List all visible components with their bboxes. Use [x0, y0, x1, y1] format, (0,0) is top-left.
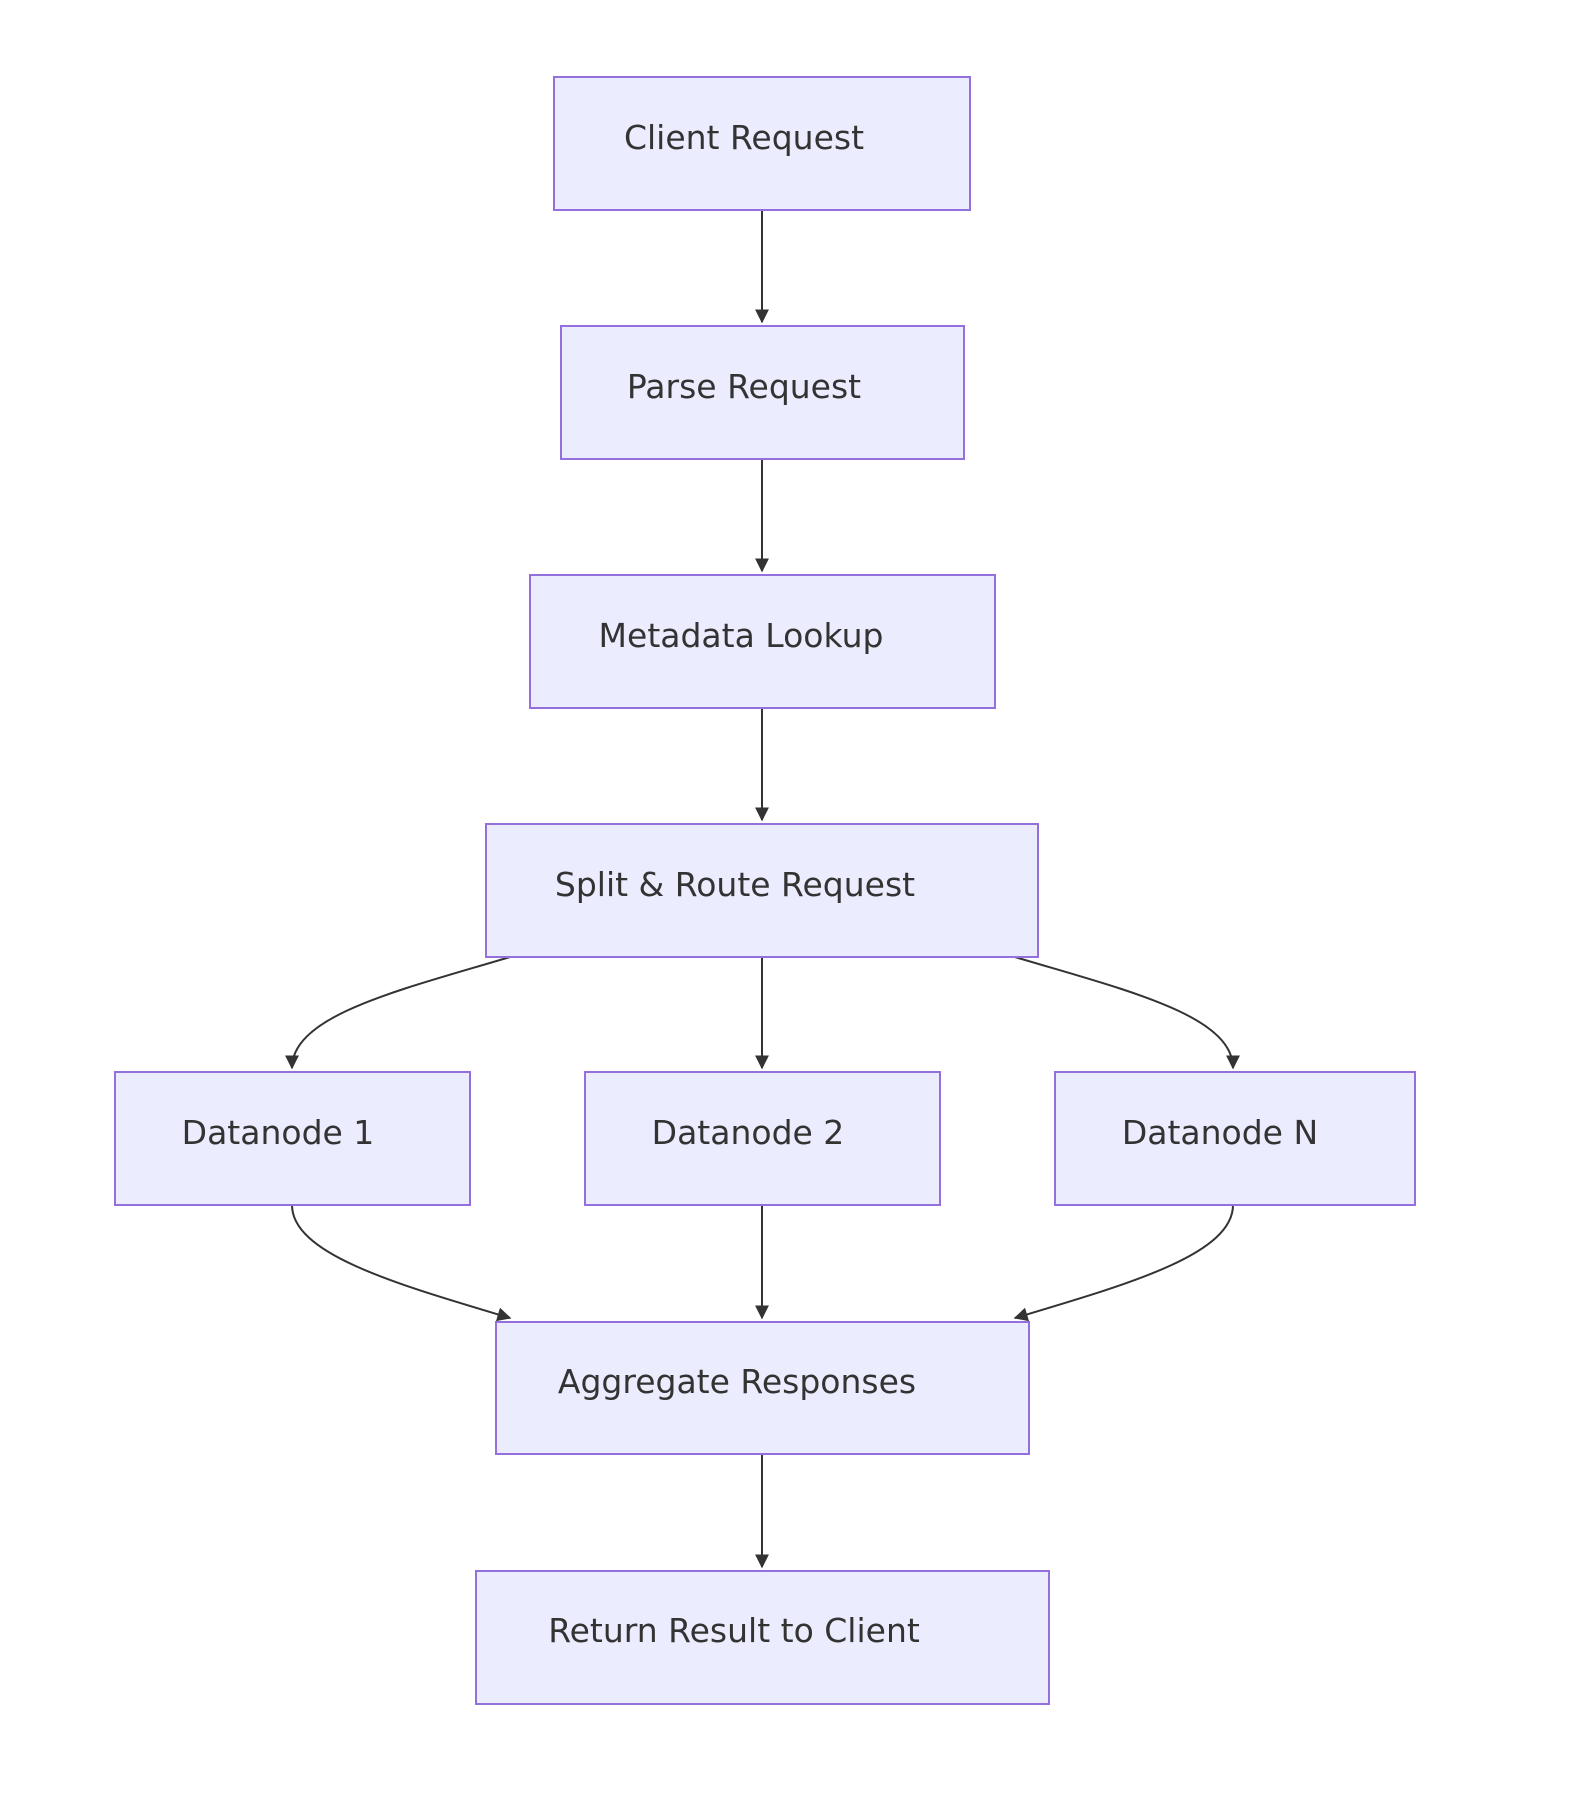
node-client-request[interactable]: Client Request [553, 76, 971, 211]
node-return-result[interactable]: Return Result to Client [475, 1570, 1050, 1705]
node-label: Datanode 2 [652, 1113, 845, 1152]
node-aggregate-responses[interactable]: Aggregate Responses [495, 1321, 1030, 1455]
edge-split-to-datanode-n [1014, 956, 1240, 1070]
node-label: Datanode 1 [182, 1113, 375, 1152]
node-datanode-n[interactable]: Datanode N [1054, 1071, 1416, 1206]
node-datanode-1[interactable]: Datanode 1 [114, 1071, 471, 1206]
node-label: Metadata Lookup [599, 616, 884, 655]
node-label: Parse Request [627, 367, 861, 406]
node-label: Client Request [624, 118, 864, 157]
node-split-route-request[interactable]: Split & Route Request [485, 823, 1039, 958]
edge-datanode-n-to-aggregate [1013, 1204, 1234, 1322]
edge-split-to-datanode-1 [285, 956, 511, 1070]
edge-datanode-1-to-aggregate [291, 1204, 512, 1322]
node-label: Aggregate Responses [558, 1362, 916, 1401]
edges [285, 210, 1240, 1569]
node-datanode-2[interactable]: Datanode 2 [584, 1071, 941, 1206]
node-label: Datanode N [1122, 1113, 1318, 1152]
node-label: Return Result to Client [548, 1611, 920, 1650]
node-metadata-lookup[interactable]: Metadata Lookup [529, 574, 996, 709]
node-label: Split & Route Request [555, 865, 915, 904]
node-parse-request[interactable]: Parse Request [560, 325, 965, 460]
